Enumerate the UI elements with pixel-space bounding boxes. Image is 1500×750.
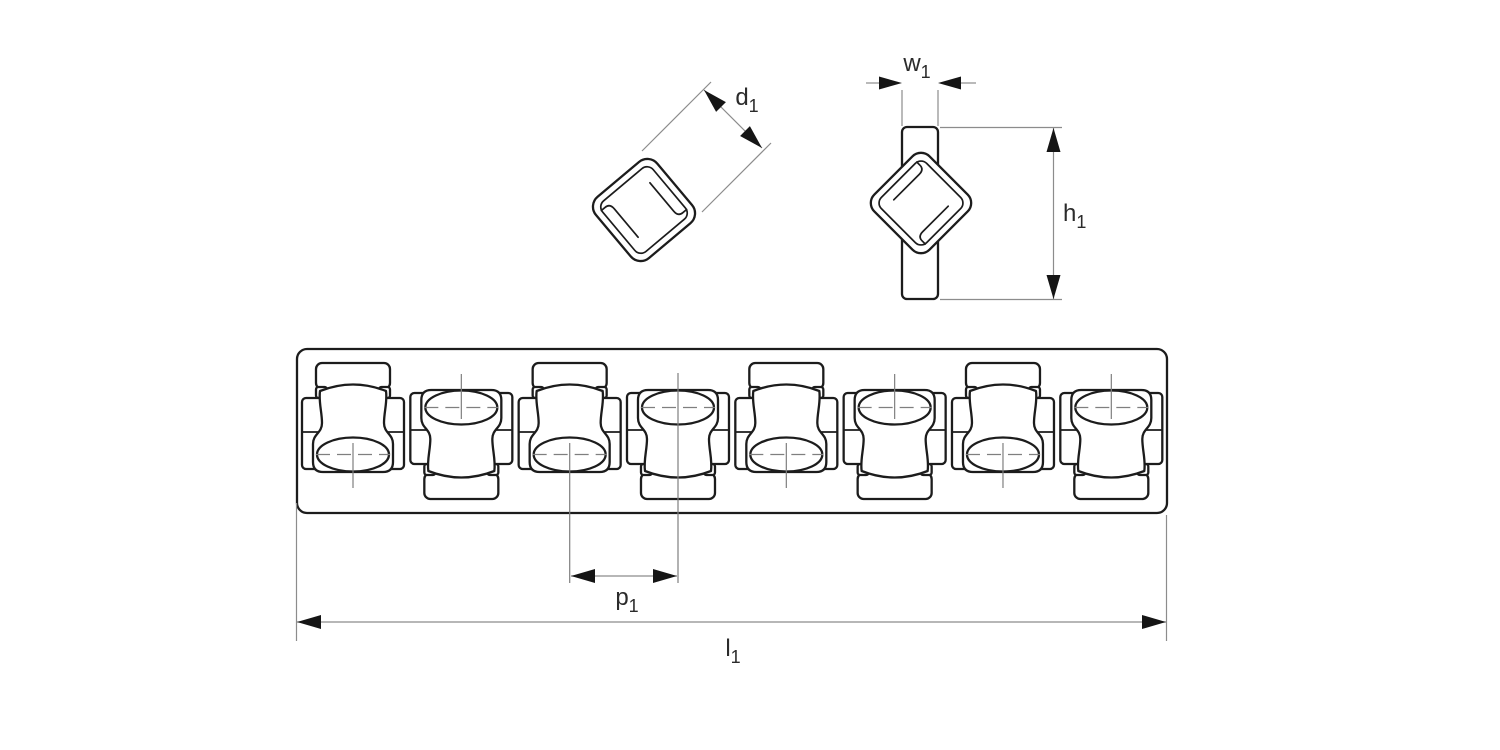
pocket-outer-shell: [591, 157, 697, 263]
d1-label: d1: [735, 84, 758, 116]
section-pocket-unit: [869, 151, 973, 255]
p1-arrowhead-right: [653, 569, 677, 583]
p1-arrowhead-left: [571, 569, 595, 583]
pocket-flange-edge-2: [649, 181, 688, 216]
cage-band-outline: [295, 347, 1169, 515]
h1-label: h1: [1063, 200, 1086, 232]
d1-arrowhead-lower: [740, 126, 762, 148]
roller-pocket-6: [842, 374, 947, 501]
d1-extension-line-1: [641, 81, 712, 152]
view-cage-band: p1 l1: [295, 347, 1169, 667]
roller-pocket-3: [517, 361, 622, 474]
roller-pocket-7: [950, 361, 1056, 488]
pocket-inner-wall: [878, 160, 964, 246]
cage-band-rollers: [300, 361, 1164, 501]
w1-arrowhead-left: [879, 76, 902, 90]
pocket-flange-edge-1: [892, 161, 923, 201]
dimension-l1: l1: [295, 503, 1168, 667]
l1-label: l1: [725, 635, 740, 667]
roller-pocket-2: [409, 374, 514, 501]
dimension-h1: h1: [940, 126, 1086, 301]
w1-arrowhead-right: [938, 76, 961, 90]
pocket-outer-shell: [869, 151, 973, 255]
d1-arrowhead-upper: [704, 90, 726, 112]
roller-pocket-8: [1059, 374, 1164, 501]
view-roller-tilted: d1: [591, 81, 772, 263]
h1-arrowhead-top: [1046, 128, 1061, 152]
w1-label: w1: [902, 50, 930, 82]
view-roller-cross-section: w1 h1: [866, 50, 1086, 301]
d1-extension-line-2: [701, 142, 772, 213]
roller-pocket-1: [300, 361, 406, 488]
l1-arrowhead-left: [297, 615, 321, 629]
dimension-w1: w1: [866, 50, 976, 126]
pocket-flange-edge-1: [600, 204, 639, 239]
pocket-flange-edge-2: [919, 205, 950, 245]
l1-arrowhead-right: [1142, 615, 1166, 629]
p1-label: p1: [615, 584, 638, 616]
dimension-p1: p1: [569, 373, 679, 616]
roller-pocket-5: [734, 361, 839, 488]
pocket-inner-wall: [599, 165, 689, 255]
dimension-d1: d1: [641, 81, 772, 213]
tilted-pocket-unit: [591, 157, 697, 263]
h1-arrowhead-bottom: [1046, 275, 1061, 299]
